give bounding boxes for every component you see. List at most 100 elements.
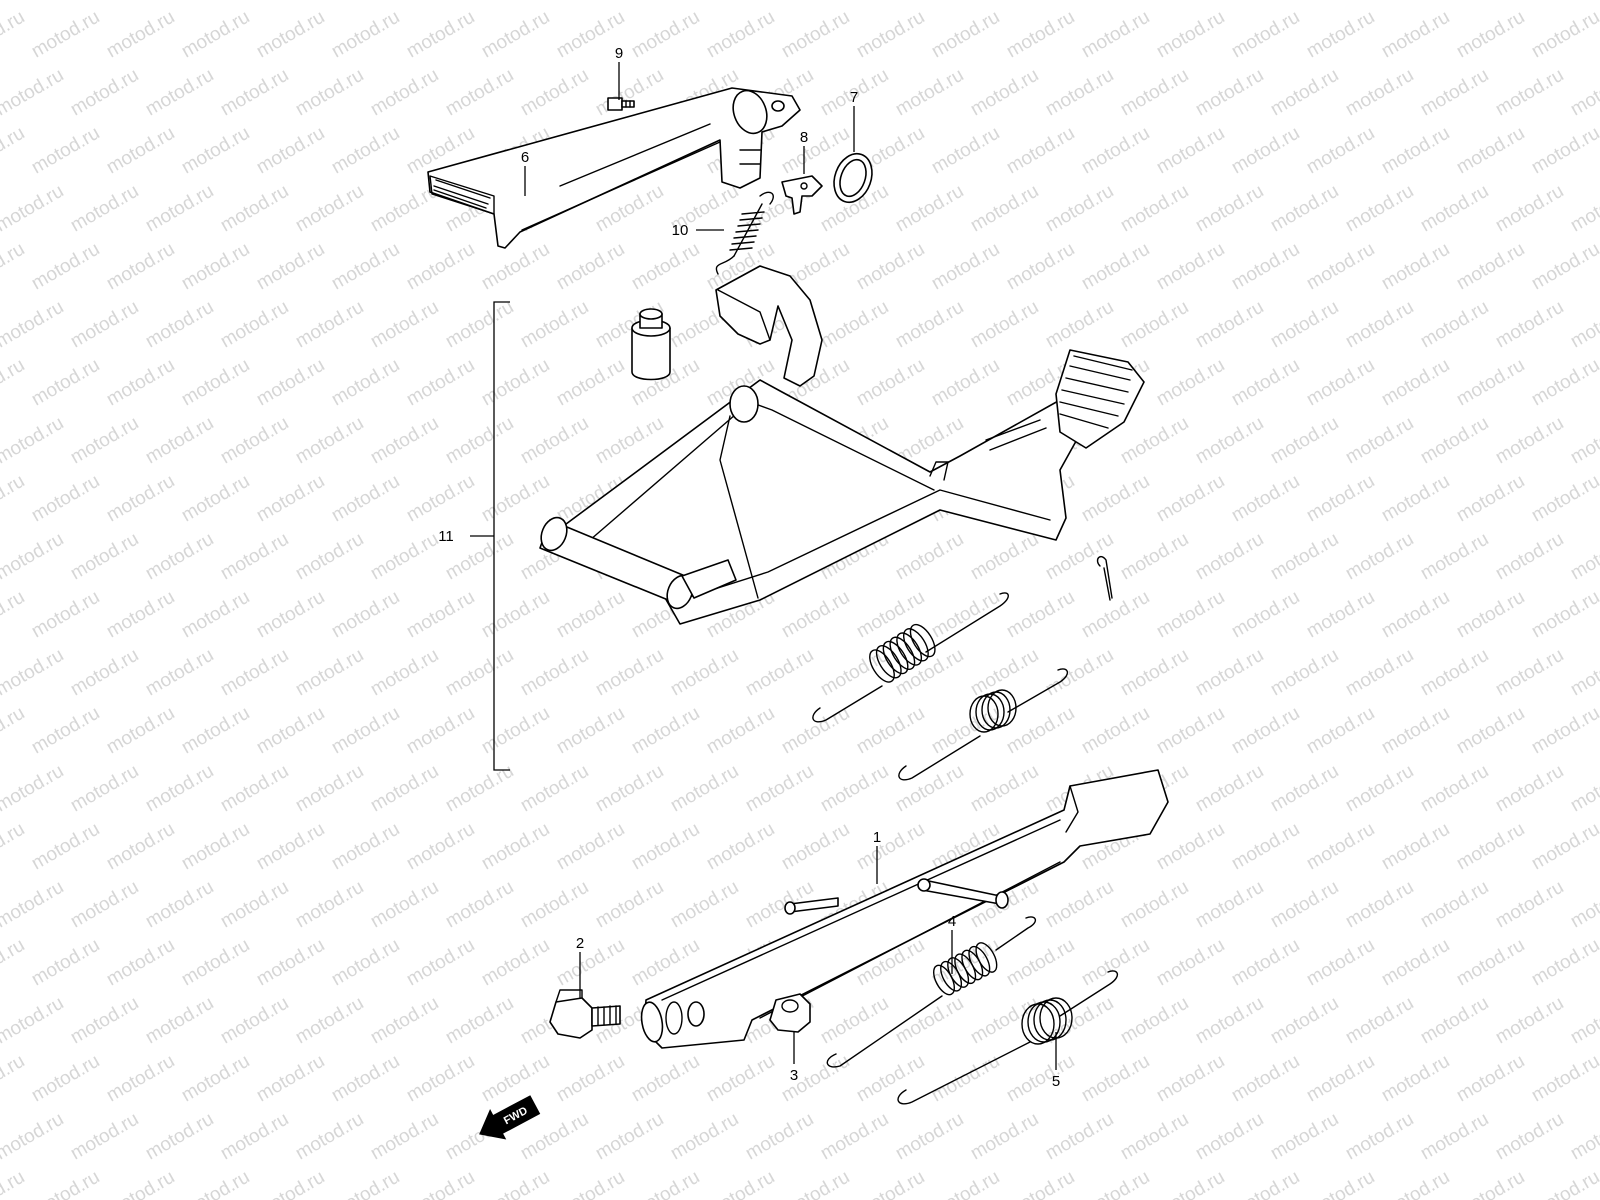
watermark-text: motod.ru <box>478 471 553 527</box>
cotter-pin <box>1096 556 1113 601</box>
watermark-text: motod.ru <box>1192 761 1267 817</box>
watermark-text: motod.ru <box>1267 761 1342 817</box>
watermark-text: motod.ru <box>1303 703 1378 759</box>
watermark-text: motod.ru <box>28 123 103 179</box>
watermark-text: motod.ru <box>442 993 517 1049</box>
watermark-text: motod.ru <box>928 587 1003 643</box>
callout-6: 6 <box>521 149 529 166</box>
watermark-text: motod.ru <box>217 645 292 701</box>
watermark-text: motod.ru <box>1528 1051 1600 1107</box>
watermark-text: motod.ru <box>1528 587 1600 643</box>
watermark-text: motod.ru <box>1003 703 1078 759</box>
watermark-text: motod.ru <box>67 645 142 701</box>
watermark-text: motod.ru <box>967 297 1042 353</box>
watermark-text: motod.ru <box>1492 297 1567 353</box>
watermark-text: motod.ru <box>142 65 217 121</box>
watermark-text: motod.ru <box>892 0 967 4</box>
watermark-text: motod.ru <box>103 1167 178 1200</box>
watermark-text: motod.ru <box>1342 0 1417 4</box>
watermark-text: motod.ru <box>1192 0 1267 4</box>
watermark-text: motod.ru <box>517 877 592 933</box>
watermark-text: motod.ru <box>817 645 892 701</box>
watermark-text: motod.ru <box>1378 587 1453 643</box>
watermark-text: motod.ru <box>553 1167 628 1200</box>
watermark-text: motod.ru <box>1192 413 1267 469</box>
watermark-text: motod.ru <box>853 1051 928 1107</box>
watermark-text: motod.ru <box>1342 1109 1417 1165</box>
watermark-text: motod.ru <box>1003 1051 1078 1107</box>
watermark-text: motod.ru <box>1417 65 1492 121</box>
watermark-text: motod.ru <box>892 297 967 353</box>
watermark-text: motod.ru <box>553 1051 628 1107</box>
watermark-text: motod.ru <box>178 471 253 527</box>
watermark-text: motod.ru <box>0 645 67 701</box>
watermark-text: motod.ru <box>253 239 328 295</box>
watermark-text: motod.ru <box>1378 355 1453 411</box>
watermark-text: motod.ru <box>0 0 67 4</box>
watermark-text: motod.ru <box>67 529 142 585</box>
watermark-text: motod.ru <box>1153 471 1228 527</box>
watermark-text: motod.ru <box>292 645 367 701</box>
watermark-text: motod.ru <box>553 239 628 295</box>
watermark-text: motod.ru <box>1153 703 1228 759</box>
watermark-text: motod.ru <box>1417 993 1492 1049</box>
watermark-text: motod.ru <box>967 65 1042 121</box>
watermark-text: motod.ru <box>853 7 928 63</box>
watermark-text: motod.ru <box>0 703 28 759</box>
watermark-text: motod.ru <box>478 587 553 643</box>
watermark-text: motod.ru <box>28 587 103 643</box>
watermark-text: motod.ru <box>217 181 292 237</box>
watermark-text: motod.ru <box>1228 355 1303 411</box>
watermark-text: motod.ru <box>592 761 667 817</box>
watermark-text: motod.ru <box>1453 1167 1528 1200</box>
watermark-text: motod.ru <box>478 1167 553 1200</box>
watermark-text: motod.ru <box>1378 935 1453 991</box>
watermark-text: motod.ru <box>1528 355 1600 411</box>
watermark-text: motod.ru <box>367 645 442 701</box>
watermark-text: motod.ru <box>1192 297 1267 353</box>
watermark-text: motod.ru <box>1042 181 1117 237</box>
watermark-text: motod.ru <box>1417 0 1492 4</box>
watermark-text: motod.ru <box>1453 819 1528 875</box>
watermark-text: motod.ru <box>667 761 742 817</box>
watermark-text: motod.ru <box>217 65 292 121</box>
watermark-text: motod.ru <box>1453 471 1528 527</box>
watermark-text: motod.ru <box>403 703 478 759</box>
watermark-text: motod.ru <box>67 877 142 933</box>
watermark-text: motod.ru <box>142 297 217 353</box>
watermark-text: motod.ru <box>1417 877 1492 933</box>
watermark-text: motod.ru <box>217 761 292 817</box>
watermark-text: motod.ru <box>1228 703 1303 759</box>
watermark-text: motod.ru <box>403 7 478 63</box>
watermark-text: motod.ru <box>592 0 667 4</box>
watermark-text: motod.ru <box>742 1109 817 1165</box>
watermark-text: motod.ru <box>67 993 142 1049</box>
watermark-text: motod.ru <box>1117 181 1192 237</box>
watermark-text: motod.ru <box>1378 819 1453 875</box>
watermark-text: motod.ru <box>928 1051 1003 1107</box>
watermark-text: motod.ru <box>1042 0 1117 4</box>
watermark-text: motod.ru <box>1078 471 1153 527</box>
watermark-text: motod.ru <box>853 1167 928 1200</box>
watermark-text: motod.ru <box>928 239 1003 295</box>
watermark-text: motod.ru <box>178 355 253 411</box>
watermark-text: motod.ru <box>367 1109 442 1165</box>
watermark-text: motod.ru <box>1042 645 1117 701</box>
watermark-text: motod.ru <box>517 761 592 817</box>
watermark-text: motod.ru <box>1417 1109 1492 1165</box>
watermark-text: motod.ru <box>667 1109 742 1165</box>
watermark-text: motod.ru <box>1378 1167 1453 1200</box>
watermark-text: motod.ru <box>1042 877 1117 933</box>
watermark-text: motod.ru <box>1153 935 1228 991</box>
watermark-text: motod.ru <box>367 413 442 469</box>
watermark-text: motod.ru <box>1003 1167 1078 1200</box>
watermark-text: motod.ru <box>817 1109 892 1165</box>
watermark-text: motod.ru <box>142 645 217 701</box>
watermark-text: motod.ru <box>1342 413 1417 469</box>
watermark-text: motod.ru <box>0 877 67 933</box>
watermark-text: motod.ru <box>328 123 403 179</box>
part-2-pivot-bolt <box>549 989 621 1039</box>
watermark-text: motod.ru <box>0 239 28 295</box>
watermark-text: motod.ru <box>892 761 967 817</box>
